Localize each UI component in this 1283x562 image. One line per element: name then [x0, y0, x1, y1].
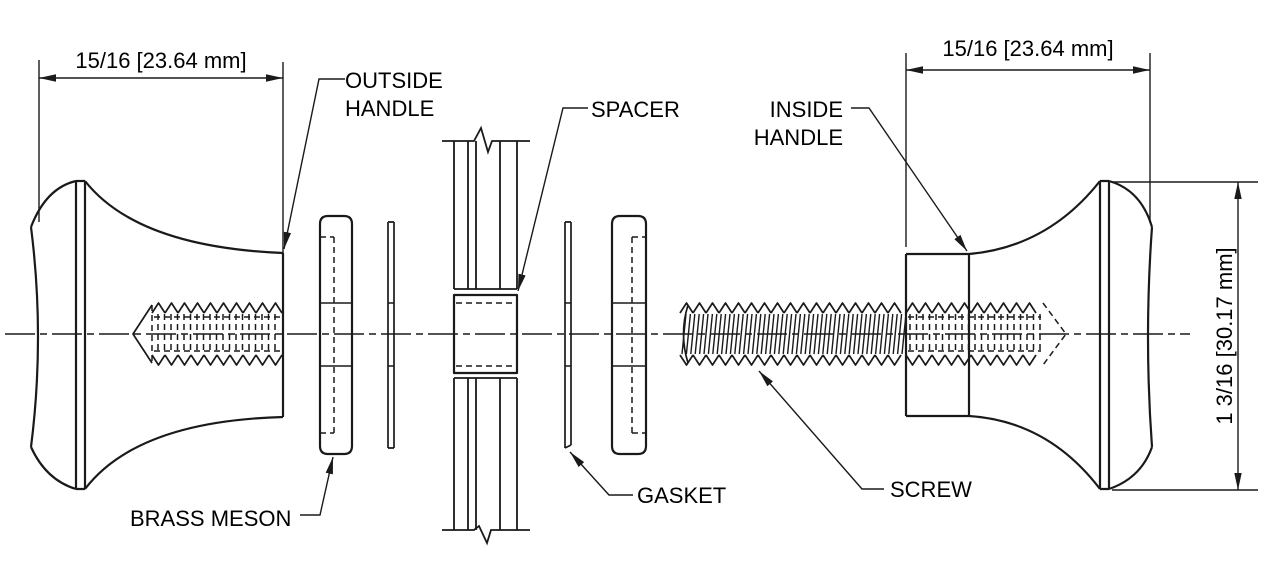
meson-right-hole-lines [612, 302, 646, 367]
spacer [452, 293, 519, 375]
stud-thread-crests [151, 302, 283, 366]
dimension-outside-handle-width: 15/16 [23.64 mm] [38, 48, 284, 263]
leader-gasket [569, 451, 633, 496]
label-outside-handle-line2: HANDLE [345, 96, 434, 121]
glass-panel [442, 125, 530, 546]
gasket-left-hole-lines [388, 302, 394, 367]
screw [679, 302, 1067, 366]
screw-tip-hidden [1042, 302, 1067, 366]
stud-root-lines-hidden [151, 305, 281, 363]
dimension-handle-height: 1 3/16 [30.17 mm] [1112, 181, 1258, 491]
label-gasket: GASKET [637, 483, 726, 508]
leader-screw [758, 370, 884, 490]
label-screw: SCREW [890, 477, 972, 502]
label-spacer: SPACER [591, 97, 680, 122]
brass-meson-right [610, 214, 648, 456]
label-inside-handle-line2: HANDLE [754, 125, 843, 150]
screw-hidden-root-lines [908, 316, 1041, 352]
label-brass-meson: BRASS MESON [130, 506, 291, 531]
stud-tip-chamfer [132, 304, 153, 364]
dim-extension-lines [1112, 181, 1258, 491]
label-outside-handle-line1: OUTSIDE [345, 68, 443, 93]
screw-hidden-thread-flanks [909, 314, 1041, 354]
brass-meson-left [318, 214, 354, 456]
dim-text-inside-width: 15/16 [23.64 mm] [942, 36, 1113, 61]
meson-right-recess-hidden [631, 236, 646, 434]
stud-thread-flanks-hidden [157, 314, 276, 354]
screw-thread-flanks [681, 313, 907, 355]
dim-extension-lines [905, 53, 1151, 247]
gasket-left [387, 221, 395, 449]
leader-brass-meson [300, 456, 334, 516]
screw-thread-crests [679, 302, 902, 366]
inside-handle [904, 179, 1154, 491]
leader-outside-handle [283, 78, 345, 250]
dim-text-height: 1 3/16 [30.17 mm] [1212, 247, 1237, 424]
glass-break-bottom [442, 524, 530, 546]
dim-extension-lines [38, 60, 284, 263]
meson-left-recess-hidden [320, 236, 335, 434]
leader-spacer [517, 107, 588, 292]
label-inside-handle-line1: INSIDE [770, 97, 843, 122]
dimension-inside-handle-width: 15/16 [23.64 mm] [905, 36, 1151, 247]
dim-text-outside-width: 15/16 [23.64 mm] [75, 48, 246, 73]
screw-hidden-thread-crests [905, 302, 1037, 366]
glass-break-top [442, 125, 530, 155]
gasket-right [564, 221, 572, 449]
outside-handle-stud-threads [132, 302, 283, 366]
meson-left-hole-lines [320, 302, 352, 367]
leader-inside-handle [851, 107, 968, 252]
outside-handle [29, 179, 285, 491]
gasket-right-hole-lines [565, 302, 571, 367]
